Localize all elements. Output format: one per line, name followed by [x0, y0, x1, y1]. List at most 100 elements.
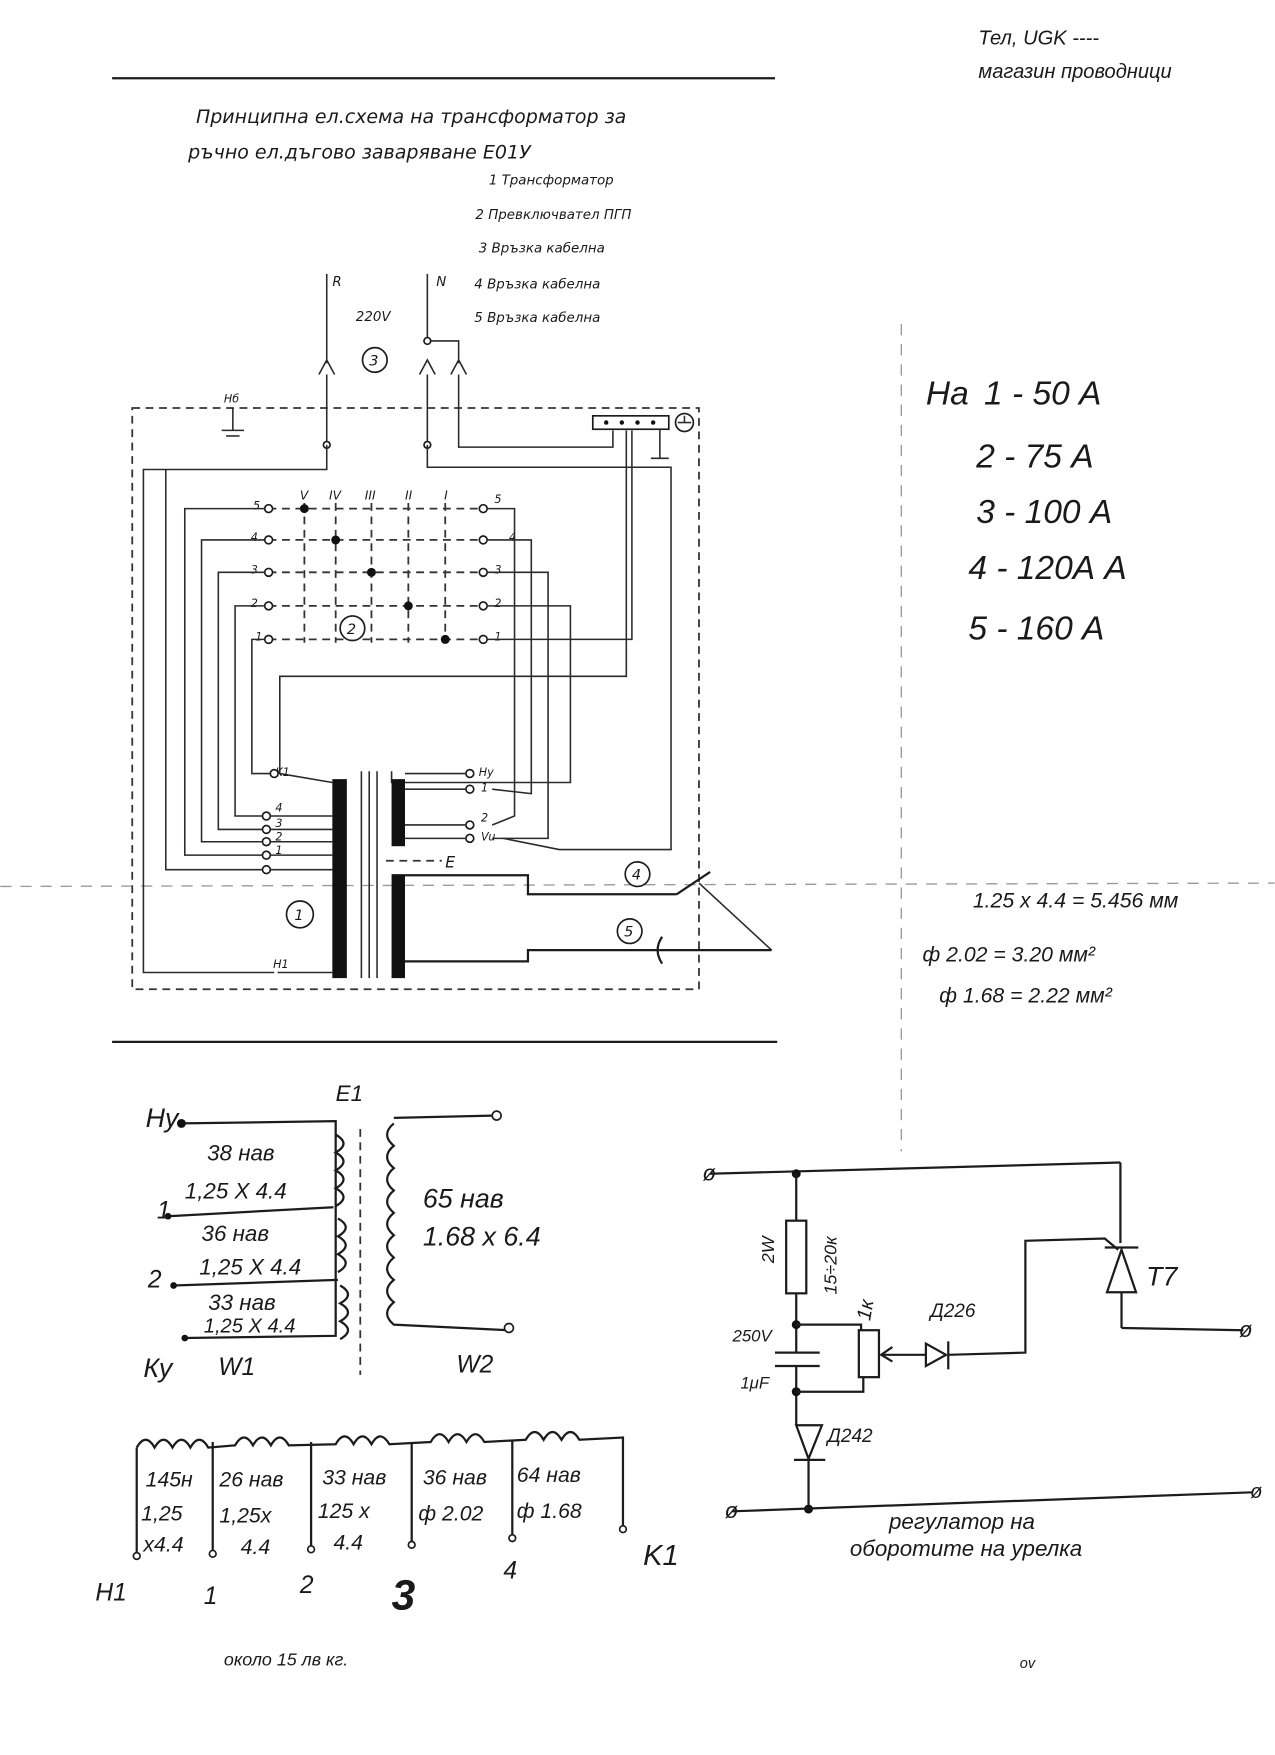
row-label: 3: [494, 563, 501, 576]
label-ky: Ку: [143, 1353, 174, 1383]
callout-2: [339, 615, 366, 642]
row-label: 5: [494, 493, 501, 506]
tap-label: 2: [275, 831, 282, 844]
cell: x4.4: [142, 1534, 183, 1557]
terminal-icon[interactable]: ø: [702, 1160, 716, 1185]
row-label: 4: [251, 531, 258, 544]
row-label: 4: [509, 531, 516, 544]
cell: 4.4: [241, 1536, 271, 1559]
calc-line: ф 1.68 = 2.22 мм²: [939, 985, 1112, 1008]
row-label: 2: [251, 597, 258, 610]
section-text: 38 нав: [207, 1140, 274, 1165]
weight-note: около 15 лв кг.: [224, 1650, 348, 1670]
phase-label: R: [332, 275, 341, 290]
secondary-wire: 1.68 x 6.4: [423, 1221, 541, 1251]
secondary-turns: 65 нав: [423, 1183, 504, 1213]
row-label: 1: [494, 631, 501, 644]
callout-3: [361, 346, 388, 374]
potentiometer: [857, 1329, 881, 1379]
terminal-icon[interactable]: ø: [725, 1498, 739, 1523]
cell: 33 нав: [322, 1466, 386, 1489]
voltage-label: 220V: [356, 310, 392, 325]
core-label: E1: [336, 1081, 363, 1106]
current-row: 4 - 120А А: [968, 550, 1126, 587]
section-text: 1,25 X 4.4: [204, 1315, 296, 1337]
thyristor-label: Т7: [1146, 1262, 1178, 1292]
calc-line: ф 2.02 = 3.20 мм²: [923, 943, 1096, 966]
tap-label: K1: [643, 1540, 679, 1572]
legend: 1 Трансформатор 2 Превключвател ПГП 3 Вр…: [474, 173, 631, 325]
hand-transformer-sketch: E1 Ну 1 2 Ку W1 W2 38 нав 1,25 X 4.4 36 …: [143, 1081, 540, 1383]
switch-pos: II: [405, 489, 413, 503]
title-line1: Принципна ел.схема на трансформатор за: [196, 106, 626, 128]
wire-calculations: 1.25 x 4.4 = 5.456 мм ф 2.02 = 3.20 мм² …: [923, 890, 1179, 1008]
sec-tap: 2: [481, 812, 488, 825]
cell: ф 1.68: [517, 1500, 582, 1523]
legend-item: 2 Превключвател ПГП: [475, 208, 631, 223]
legend-item: 3 Връзка кабелна: [479, 241, 605, 257]
row-label: 1: [255, 631, 262, 644]
current-row: 3 - 100 А: [976, 494, 1112, 531]
title-line2: ръчно ел.дъгово заваряване Е01У: [187, 142, 532, 164]
tap-label: 2: [299, 1572, 314, 1599]
ground-icon: [221, 408, 245, 437]
callout-1-label: 1: [294, 908, 303, 924]
row-label: 2: [494, 597, 501, 610]
switch-pos: III: [365, 489, 376, 503]
tap-label: 1: [204, 1583, 218, 1610]
sec-tap: 1: [481, 781, 488, 794]
section-text: 1,25 X 4.4: [185, 1178, 287, 1203]
section-text: 33 нав: [208, 1290, 275, 1315]
capacitor-value: 1μF: [740, 1373, 770, 1392]
diode1-label: Д226: [928, 1301, 976, 1322]
e-label: E: [445, 852, 455, 871]
top-note-line1: Тел, UGK ----: [978, 28, 1099, 50]
tap-label: 1: [275, 844, 282, 857]
label-w1: W1: [218, 1354, 255, 1381]
thyristor-t7: [1104, 1246, 1139, 1328]
tap-label: H1: [95, 1580, 126, 1607]
calc-line: 1.25 x 4.4 = 5.456 мм: [973, 890, 1179, 913]
section-text: 1,25 X 4.4: [199, 1254, 301, 1279]
capacitor-voltage: 250V: [732, 1326, 774, 1345]
switch-pos: I: [444, 489, 448, 503]
cell: 1,25: [141, 1502, 182, 1525]
terminal-block: [591, 414, 670, 431]
terminal-icon[interactable]: ø: [1250, 1481, 1262, 1503]
speed-regulator-circuit: 2W 15÷20к 250V 1μF 1к Д226 Т7 Д24: [702, 1160, 1262, 1561]
resistor-power: 2W: [758, 1234, 778, 1264]
callout-5-label: 5: [624, 925, 633, 941]
legend-item: 4 Връзка кабелна: [474, 276, 600, 292]
cell: 26 нав: [218, 1469, 283, 1492]
legend-item: 1 Трансформатор: [489, 173, 614, 188]
neutral-label: N: [436, 275, 446, 290]
tap-k1: K1: [275, 766, 289, 779]
label-1: 1: [157, 1197, 171, 1224]
sec-tap: Vu: [481, 831, 496, 844]
tap-label: 3: [392, 1572, 416, 1619]
label-hy: Ну: [146, 1103, 180, 1133]
cell: 36 нав: [423, 1466, 487, 1489]
cell: 4.4: [333, 1531, 363, 1554]
tap-label: 3: [275, 817, 282, 830]
legend-item: 5 Връзка кабелна: [474, 310, 600, 326]
sec-tap: Ну: [479, 766, 494, 779]
tap-label: 4: [275, 802, 282, 815]
resistor-value: 15÷20к: [820, 1235, 840, 1295]
current-header: На: [926, 376, 969, 413]
regulator-caption-1: регулатор на: [888, 1509, 1035, 1534]
cell: 64 нав: [517, 1464, 581, 1487]
current-row: 2 - 75 А: [975, 438, 1093, 475]
callout-4: [624, 861, 651, 888]
current-settings: На 1 - 50 А 2 - 75 А 3 - 100 А 4 - 120А …: [926, 376, 1127, 648]
callout-4-label: 4: [632, 868, 641, 884]
terminal-icon[interactable]: ø: [1239, 1317, 1253, 1342]
cell: ф 2.02: [418, 1502, 483, 1525]
transformer: K1 H1 4 3 2 1 Ну 1 2 Vu E 1: [261, 766, 496, 979]
callout-1: [285, 900, 315, 929]
cell: 145н: [146, 1469, 193, 1492]
switch-pos: IV: [329, 489, 343, 503]
switch-pos: V: [300, 489, 310, 503]
diode2-label: Д242: [826, 1426, 874, 1447]
